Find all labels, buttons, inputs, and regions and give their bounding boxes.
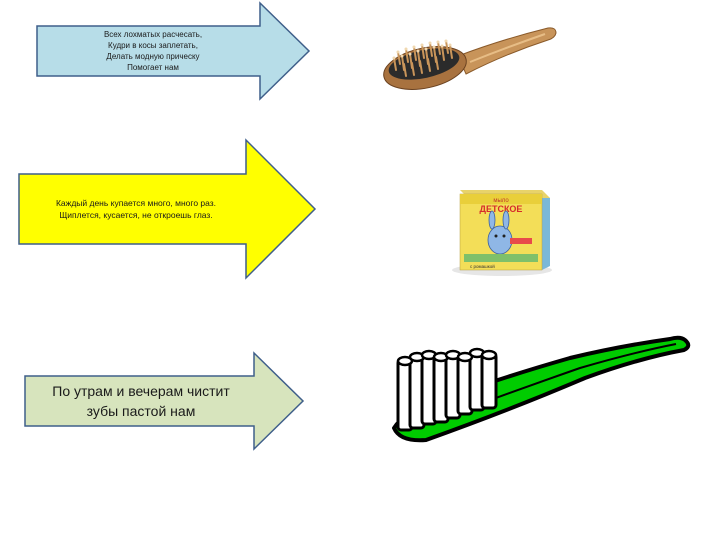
riddle-line: зубы пастой нам — [86, 403, 196, 419]
riddle-line: Щиплется, кусается, не откроешь глаз. — [59, 210, 213, 220]
arrow-shape — [24, 351, 305, 451]
riddle-text-3: По утрам и вечерам чистит зубы пастой на… — [28, 376, 254, 426]
riddle-text-1: Всех лохматых расчесать, Кудри в косы за… — [46, 26, 260, 76]
hairbrush-icon — [380, 18, 560, 98]
riddle-line: Делать модную прическу — [106, 52, 200, 61]
soap-name: ДЕТСКОЕ — [480, 204, 523, 214]
riddle-line: Всех лохматых расчесать, — [103, 30, 203, 39]
riddle-line: Помогает нам — [127, 63, 179, 72]
soap-icon: мыло ДЕТСКОЕ с ромашкой — [440, 180, 570, 280]
toothbrush-icon — [380, 330, 700, 470]
soap-brand: мыло — [493, 198, 509, 204]
riddle-line: Кудри в косы заплетать, — [108, 41, 198, 50]
soap-note: с ромашкой — [470, 263, 495, 269]
riddle-arrow-1: Всех лохматых расчесать, Кудри в косы за… — [36, 1, 311, 101]
riddle-arrow-3: По утрам и вечерам чистит зубы пастой на… — [24, 351, 305, 451]
riddle-arrow-2: Каждый день купается много, много раз. Щ… — [18, 138, 317, 280]
arrow-shape — [18, 138, 317, 280]
riddle-text-2: Каждый день купается много, много раз. Щ… — [26, 174, 246, 244]
riddle-line: Каждый день купается много, много раз. — [55, 198, 217, 208]
arrow-shape — [36, 1, 311, 101]
riddle-line: По утрам и вечерам чистит — [52, 383, 230, 399]
